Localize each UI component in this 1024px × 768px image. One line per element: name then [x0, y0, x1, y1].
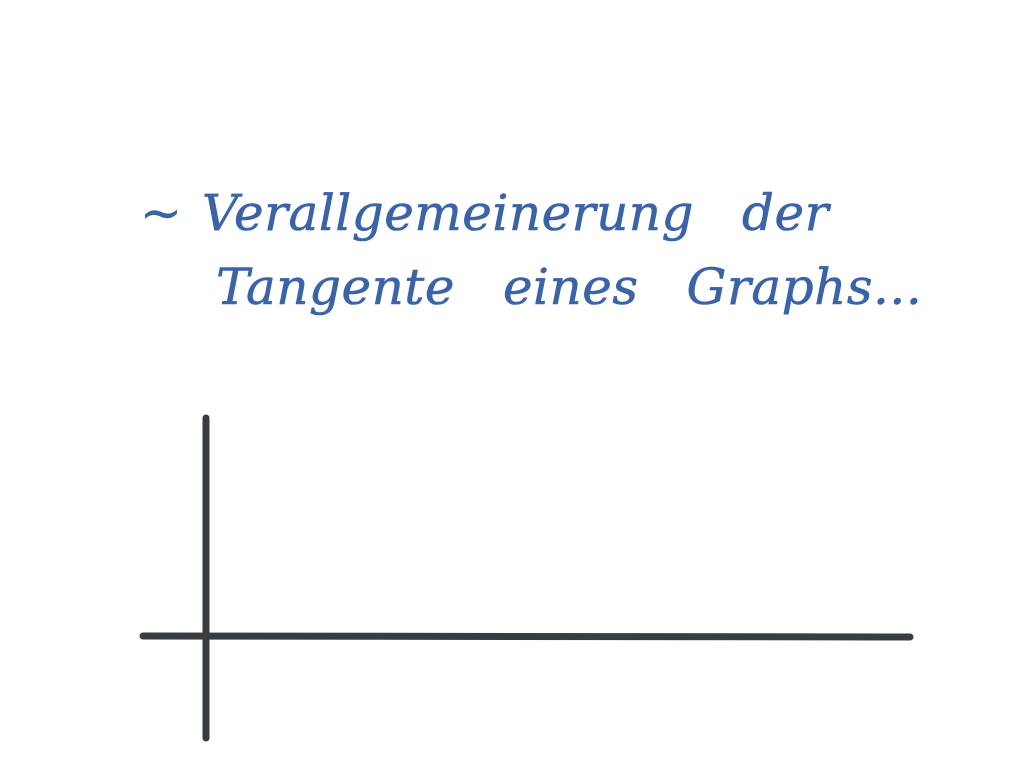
x-axis — [139, 632, 914, 641]
approx-tilde: ~ — [140, 184, 183, 243]
note-line-2: Tangente eines Graphs... — [140, 250, 922, 324]
note-line-1: ~ Verallgemeinerung der — [140, 176, 922, 250]
handwritten-note: ~ Verallgemeinerung der Tangente eines Graph… — [140, 176, 922, 324]
word-der: der — [742, 184, 829, 243]
word-graphs: Graphs... — [686, 258, 923, 317]
word-verallgemeinerung: Verallgemeinerung — [202, 184, 694, 243]
word-eines: eines — [502, 258, 639, 317]
word-tangente: Tangente — [216, 258, 455, 317]
